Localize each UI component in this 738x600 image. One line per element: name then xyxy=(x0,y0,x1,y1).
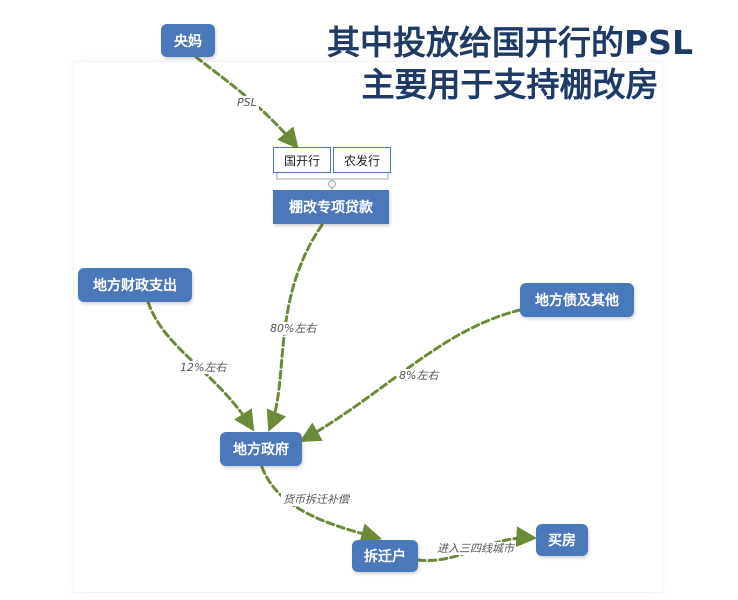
page-title: 其中投放给国开行的PSL 主要用于支持棚改房 xyxy=(300,22,720,106)
node-local-fiscal: 地方财政支出 xyxy=(78,268,192,302)
edge-label-psl: PSL xyxy=(235,96,259,109)
node-buy-house: 买房 xyxy=(536,524,588,556)
title-line-1: 其中投放给国开行的PSL xyxy=(327,23,693,62)
edge-compensation xyxy=(260,465,383,544)
edge-label-tier34: 进入三四线城市 xyxy=(435,542,516,555)
edge-80pct xyxy=(266,223,324,432)
edge-label-12pct: 12%左右 xyxy=(178,361,229,374)
edge-psl xyxy=(194,55,299,150)
title-line-2: 主要用于支持棚改房 xyxy=(361,65,659,104)
node-local-gov: 地方政府 xyxy=(220,432,302,466)
node-cdb: 国开行 xyxy=(273,147,331,173)
node-adbc: 农发行 xyxy=(333,147,391,173)
edge-label-compensation: 货币拆迁补偿 xyxy=(281,493,351,506)
node-central-bank: 央妈 xyxy=(161,24,215,57)
edge-label-80pct: 80%左右 xyxy=(268,322,319,335)
edge-label-8pct: 8%左右 xyxy=(397,369,441,382)
bracket-knob xyxy=(328,180,336,188)
edge-12pct xyxy=(146,300,255,432)
node-local-debt: 地方债及其他 xyxy=(520,283,634,317)
edge-8pct xyxy=(299,308,522,443)
node-shantytown-loan: 棚改专项贷款 xyxy=(273,190,389,224)
node-relocated: 拆迁户 xyxy=(352,540,418,572)
